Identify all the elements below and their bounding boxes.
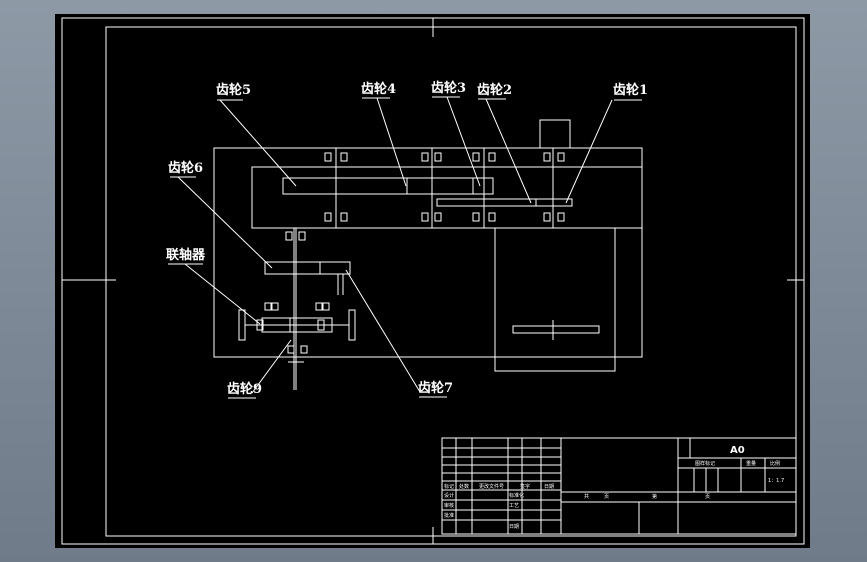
- sheet-inner-border: [105, 26, 797, 537]
- tb-cell-17: 批准: [444, 512, 454, 519]
- label-gear-2: 齿轮2: [477, 82, 512, 98]
- upper-bearings: [324, 152, 565, 222]
- gear-6-body: [264, 261, 351, 275]
- housing-outline: [213, 147, 643, 358]
- gear-3-body: [472, 177, 494, 195]
- upper-shafts: [335, 148, 554, 228]
- tb-cell-1: 重量: [746, 460, 756, 467]
- tb-cell-9: 处数: [459, 483, 469, 490]
- label-gear-1: 齿轮1: [613, 82, 648, 98]
- label-gear-7: 齿轮7: [418, 380, 453, 396]
- tb-cell-3: 1：1.7: [768, 478, 784, 484]
- tb-cell-6: 第: [652, 493, 657, 500]
- label-gear-3: 齿轮3: [431, 80, 466, 96]
- upper-shaft-housing: [251, 166, 643, 229]
- tb-cell-4: 共: [584, 493, 589, 500]
- label-gear-5: 齿轮5: [216, 82, 251, 98]
- tb-cell-13: 设计: [444, 492, 454, 499]
- tb-cell-5: 页: [604, 494, 609, 500]
- centering-marks: [62, 18, 804, 544]
- leader-lines: [168, 96, 642, 399]
- motor-block: [539, 119, 571, 149]
- tb-cell-11: 签字: [520, 483, 530, 490]
- tb-cell-12: 日期: [544, 484, 554, 490]
- tb-cell-10: 更改文件号: [479, 483, 504, 490]
- motor-box: [494, 227, 616, 372]
- motor-shaft: [512, 325, 600, 334]
- tb-cell-2: 比例: [770, 460, 780, 467]
- label-gear-6: 齿轮6: [168, 160, 203, 176]
- tb-cell-8: 标记: [444, 483, 454, 490]
- drawing-sheet: [55, 14, 810, 548]
- label-coupling: 联轴器: [166, 247, 206, 263]
- tb-cell-14: 标准化: [509, 492, 524, 499]
- tb-cell-7: 页: [705, 494, 710, 500]
- tb-cell-16: 工艺: [509, 503, 519, 509]
- gear-2-body: [436, 198, 573, 207]
- tb-cell-18: 日期: [509, 524, 519, 530]
- title-block: [441, 437, 797, 535]
- gearbox-assembly: [213, 119, 643, 390]
- sheet-format: A0: [730, 445, 745, 456]
- tb-cell-0: 图样标记: [695, 460, 715, 467]
- tb-cell-15: 审核: [444, 502, 454, 509]
- label-gear-4: 齿轮4: [361, 81, 396, 97]
- label-gear-9: 齿轮9: [227, 381, 262, 397]
